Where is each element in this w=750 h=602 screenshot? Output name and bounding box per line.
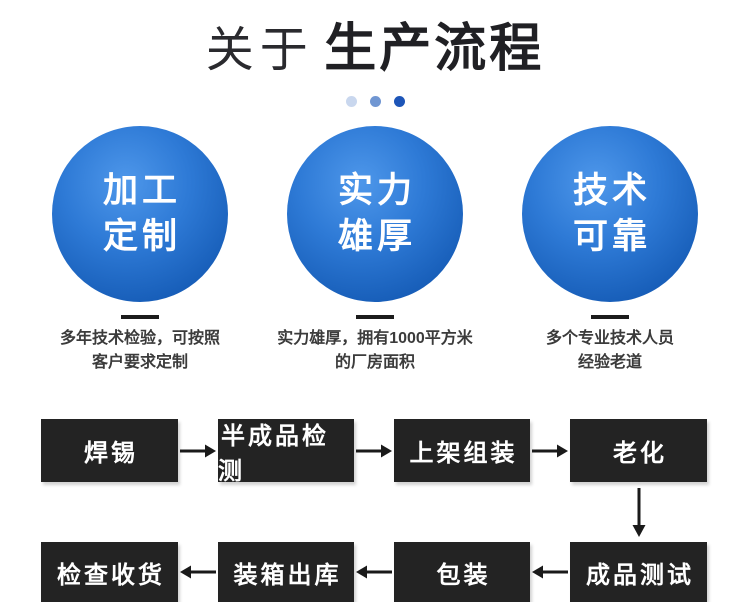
caption-line1: 多年技术检验，可按照 bbox=[59, 330, 220, 347]
page-title-main: 生产流程 bbox=[324, 20, 545, 78]
caption-divider bbox=[591, 315, 629, 319]
flow-step-soldering: 焊锡 bbox=[41, 419, 178, 482]
circle-label-line2: 定制 bbox=[102, 217, 181, 256]
dot-3 bbox=[393, 96, 405, 107]
feature-caption: 实力雄厚，拥有1000平方米 的厂房面积 bbox=[277, 327, 473, 375]
flow-step-finished-product-testing: 成品测试 bbox=[570, 542, 707, 602]
arrow-left-icon bbox=[178, 542, 218, 602]
arrow-right-icon bbox=[530, 419, 570, 482]
feature-reliable-technology: 技术 可靠 多个专业技术人员 经验老道 bbox=[522, 126, 698, 375]
dot-2 bbox=[369, 96, 381, 107]
caption-line2: 经验老道 bbox=[577, 354, 642, 371]
page-title: 关于 生产流程 bbox=[0, 0, 750, 81]
page-title-prefix: 关于 bbox=[205, 24, 314, 77]
caption-line2: 的厂房面积 bbox=[335, 354, 416, 371]
feature-caption: 多个专业技术人员 经验老道 bbox=[546, 327, 674, 375]
caption-line2: 客户要求定制 bbox=[91, 354, 188, 371]
process-flowchart: 焊锡 半成品检测 上架组装 老化 检查收货 装箱出库 包装 成品测试 bbox=[41, 419, 709, 602]
title-dots bbox=[0, 96, 750, 107]
circle-label-line1: 加工 bbox=[102, 170, 181, 210]
caption-divider bbox=[356, 315, 394, 319]
arrow-right-icon bbox=[354, 419, 394, 482]
circle-label-line2: 雄厚 bbox=[337, 217, 416, 256]
circle-label-line1: 实力 bbox=[337, 170, 416, 210]
arrow-down-icon bbox=[570, 482, 707, 542]
feature-caption: 多年技术检验，可按照 客户要求定制 bbox=[60, 327, 220, 375]
feature-strong-strength: 实力 雄厚 实力雄厚，拥有1000平方米 的厂房面积 bbox=[277, 126, 473, 375]
feature-circle-badge: 技术 可靠 bbox=[522, 126, 698, 302]
flow-step-aging: 老化 bbox=[570, 419, 707, 482]
flow-step-rack-assembly: 上架组装 bbox=[394, 419, 530, 482]
flow-step-receiving-inspection: 检查收货 bbox=[41, 542, 178, 602]
feature-custom-processing: 加工 定制 多年技术检验，可按照 客户要求定制 bbox=[52, 126, 228, 375]
arrow-left-icon bbox=[354, 542, 394, 602]
feature-section: 加工 定制 多年技术检验，可按照 客户要求定制 实力 雄厚 实力雄厚，拥有100… bbox=[0, 126, 750, 375]
circle-label-line1: 技术 bbox=[572, 170, 651, 210]
caption-line1: 实力雄厚，拥有1000平方米 bbox=[277, 330, 473, 347]
dot-1 bbox=[345, 96, 357, 107]
flow-step-semi-finished-inspection: 半成品检测 bbox=[218, 419, 354, 485]
flow-step-boxing-shipping: 装箱出库 bbox=[218, 542, 354, 602]
circle-label-line2: 可靠 bbox=[572, 217, 651, 256]
feature-circle-badge: 实力 雄厚 bbox=[287, 126, 463, 302]
feature-circle-badge: 加工 定制 bbox=[52, 126, 228, 302]
arrow-left-icon bbox=[530, 542, 570, 602]
caption-divider bbox=[121, 315, 159, 319]
arrow-right-icon bbox=[178, 419, 218, 482]
caption-line1: 多个专业技术人员 bbox=[545, 330, 674, 347]
flow-step-packaging: 包装 bbox=[394, 542, 530, 602]
